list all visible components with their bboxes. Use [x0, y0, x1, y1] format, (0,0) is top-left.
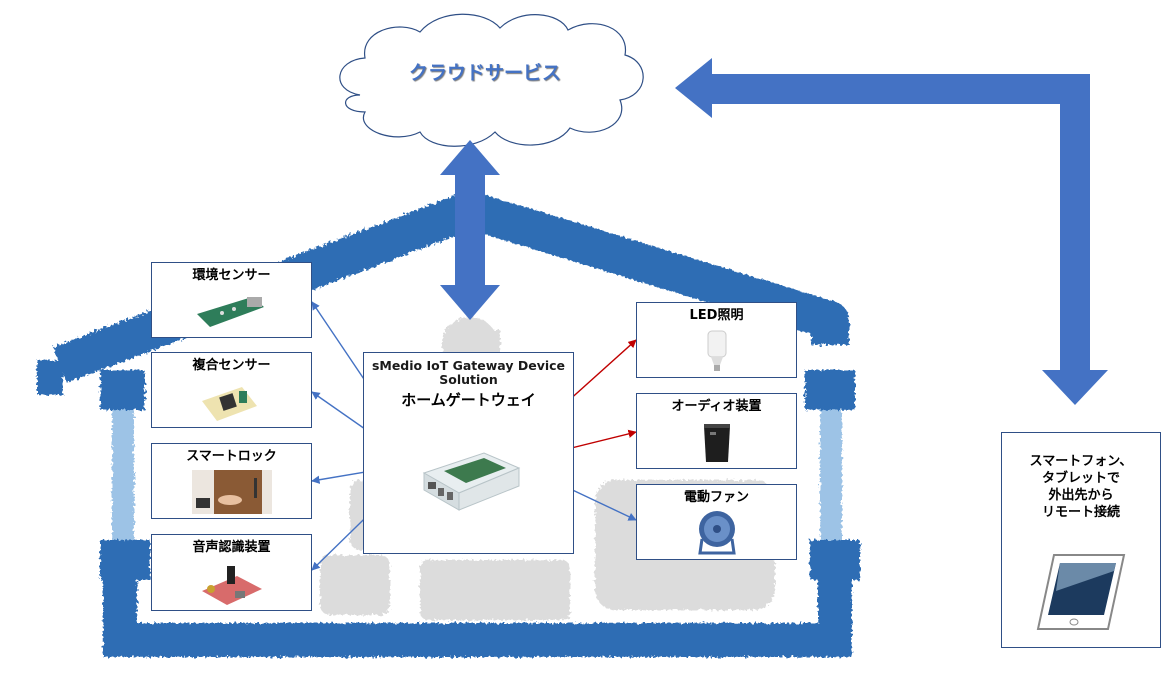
led-bulb-image — [707, 330, 726, 371]
environment-sensor-image — [196, 297, 264, 327]
device-environment-sensor: 環境センサー — [151, 262, 312, 338]
device-label: オーディオ装置 — [671, 399, 762, 414]
raspberry-pi-image — [422, 452, 520, 511]
gateway-subtitle: ホームゲートウェイ — [401, 391, 536, 409]
device-audio: オーディオ装置 — [636, 393, 797, 469]
composite-sensor-image — [201, 387, 257, 421]
device-label: 環境センサー — [192, 268, 271, 283]
gateway-box: sMedio IoT Gateway Device Solution ホームゲー… — [363, 352, 574, 554]
device-label: 音声認識装置 — [192, 540, 271, 555]
device-label: 電動ファン — [683, 490, 749, 505]
gateway-title: sMedio IoT Gateway Device Solution — [371, 358, 566, 387]
cloud-shape — [339, 13, 644, 147]
device-voice-recognition: 音声認識装置 — [151, 534, 312, 611]
device-electric-fan: 電動ファン — [636, 484, 797, 560]
remote-access-label: スマートフォン、 タブレットで 外出先から リモート接続 — [1029, 454, 1133, 520]
tablet-image — [1036, 554, 1126, 630]
device-composite-sensor: 複合センサー — [151, 352, 312, 428]
cloud-remote-arrow — [675, 58, 1108, 405]
voice-recognition-image — [201, 566, 262, 605]
audio-speaker-image — [703, 424, 730, 462]
smart-lock-image — [191, 470, 272, 514]
device-smart-lock: スマートロック — [151, 443, 312, 519]
cloud-service-label: クラウドサービス — [408, 62, 561, 84]
device-label: LED照明 — [689, 308, 744, 323]
device-label: スマートロック — [186, 449, 277, 464]
device-led-lighting: LED照明 — [636, 302, 797, 378]
electric-fan-image — [697, 511, 736, 555]
remote-access-box: スマートフォン、 タブレットで 外出先から リモート接続 — [1001, 432, 1161, 648]
cloud-gateway-double-arrow — [440, 140, 500, 320]
device-label: 複合センサー — [192, 358, 271, 373]
